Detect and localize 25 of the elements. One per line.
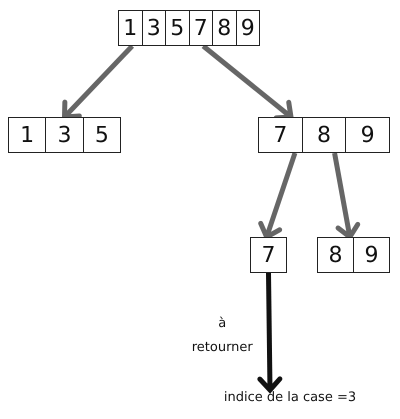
arrow [257,272,282,392]
array-cell: 8 [302,118,346,152]
array-cell-text: 1 [122,14,138,42]
array-cell: 3 [45,118,83,152]
arrow [258,152,298,240]
array-cell-text: 7 [260,242,276,270]
array-cell-text: 1 [19,122,36,150]
array-cell-text: 7 [272,122,288,150]
arrow [62,44,134,120]
array-cell: 7 [188,11,212,45]
array-box [258,117,390,153]
array-cell: 5 [82,118,120,152]
array-box [8,117,121,153]
array-box [317,237,390,273]
array-box [250,237,287,273]
array-cell-text: 8 [328,242,344,270]
array-box [118,10,260,46]
array-cell: 9 [345,118,390,152]
array-cell: 5 [165,11,188,45]
array-cell: 9 [236,11,259,45]
array-cell: 3 [142,11,165,45]
arrow [332,152,360,240]
array-cell: 8 [212,11,236,45]
result-text: indice de la case =3 [190,390,390,410]
array-cell: 9 [353,238,389,272]
